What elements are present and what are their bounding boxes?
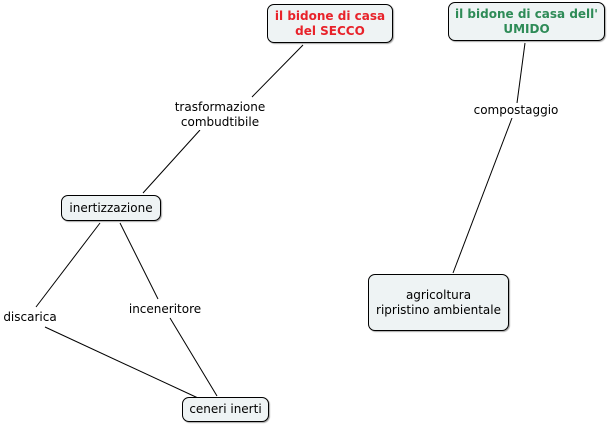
link-compostaggio-agricoltura (452, 117, 513, 274)
concept-ceneri-inerti-text: ceneri inerti (189, 402, 262, 416)
link-label-discarica-text: discarica (3, 310, 57, 324)
concept-agricoltura[interactable]: agricoltura ripristino ambientale (368, 274, 509, 331)
link-secco-trasformazione (251, 44, 304, 98)
concept-bidone-secco[interactable]: il bidone di casa del SECCO (267, 4, 393, 43)
concept-agricoltura-line2: ripristino ambientale (376, 302, 501, 317)
concept-ceneri-inerti[interactable]: ceneri inerti (182, 397, 269, 422)
link-inceneritore-ceneri (169, 317, 218, 397)
concept-bidone-umido-line1: il bidone di casa dell' (455, 6, 598, 21)
concept-bidone-umido[interactable]: il bidone di casa dell' UMIDO (448, 2, 605, 41)
concept-bidone-secco-line2: del SECCO (295, 23, 365, 38)
concept-inertizzazione-text: inertizzazione (69, 200, 153, 215)
link-discarica-ceneri (44, 326, 199, 399)
concept-bidone-secco-line1: il bidone di casa (274, 8, 386, 23)
link-inertizzazione-inceneritore (119, 222, 159, 300)
link-label-inceneritore-text: inceneritore (128, 302, 202, 316)
link-label-trasformazione-line2: combudtibile (180, 115, 260, 129)
link-label-trasformazione-line1: trasformazione (174, 100, 266, 114)
link-label-trasformazione[interactable]: trasformazione combudtibile (170, 100, 270, 130)
concept-inertizzazione[interactable]: inertizzazione (61, 195, 161, 221)
link-label-compostaggio-text: compostaggio (473, 103, 559, 117)
link-trasformazione-inertizzazione (142, 129, 201, 194)
link-label-discarica[interactable]: discarica (0, 310, 60, 325)
link-inertizzazione-discarica (35, 222, 101, 308)
concept-bidone-umido-line2: UMIDO (503, 21, 550, 36)
link-label-inceneritore[interactable]: inceneritore (126, 302, 204, 317)
link-label-compostaggio[interactable]: compostaggio (470, 103, 562, 118)
concept-agricoltura-line1: agricoltura (405, 287, 472, 302)
link-umido-compostaggio (516, 42, 526, 104)
